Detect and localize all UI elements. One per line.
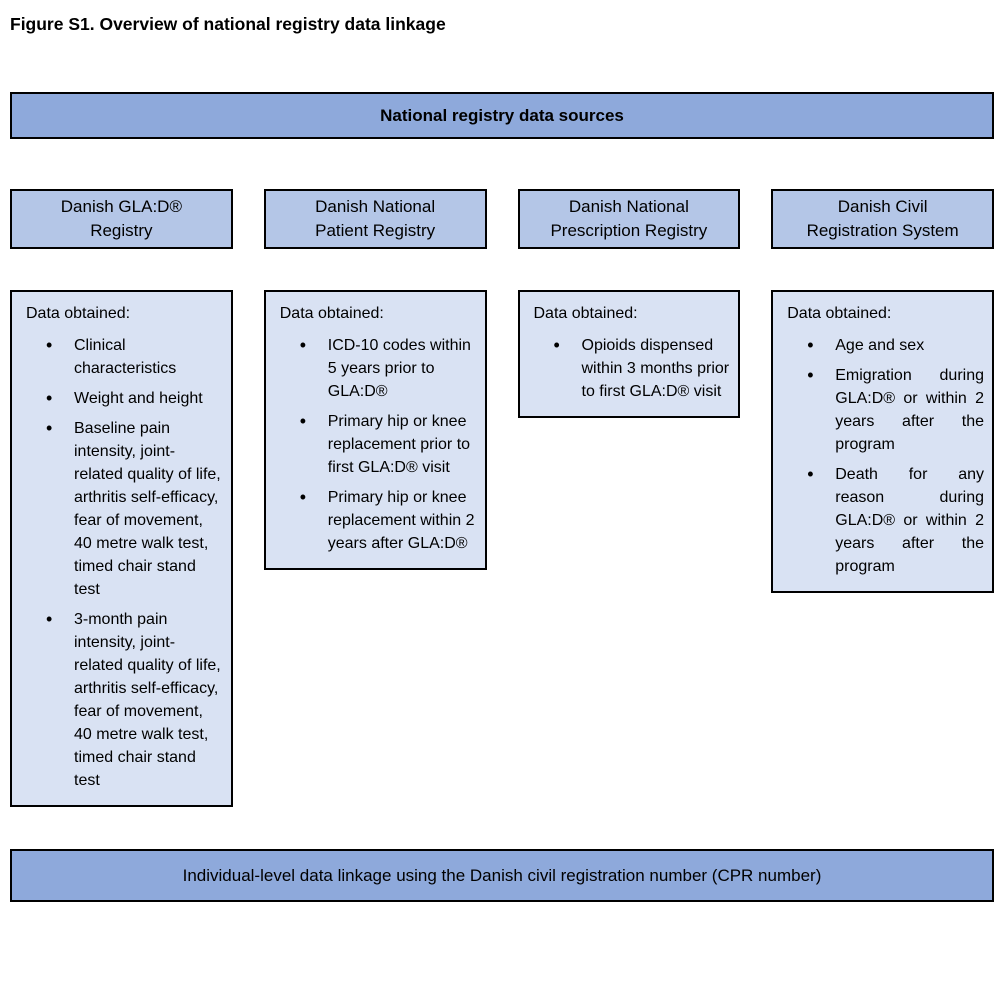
bullet-item: 3-month pain intensity, joint-related qu… <box>26 608 223 792</box>
bullet-item: Death for any reason during GLA:D® or wi… <box>787 463 984 578</box>
bullet-list: ICD-10 codes within 5 years prior to GLA… <box>280 334 477 555</box>
registry-header-patient: Danish National Patient Registry <box>263 189 487 249</box>
bullet-list: Age and sex Emigration during GLA:D® or … <box>787 334 984 578</box>
registry-header-line: Registration System <box>806 221 959 240</box>
registry-header-line: Danish National <box>315 197 436 216</box>
bullet-item: Clinical characteristics <box>26 334 223 380</box>
registry-header-line: Danish Civil <box>837 197 928 216</box>
data-panel-patient: Data obtained: ICD-10 codes within 5 yea… <box>263 290 487 570</box>
registry-header-line: Patient Registry <box>315 221 436 240</box>
data-obtained-label: Data obtained: <box>533 305 638 322</box>
data-obtained-label: Data obtained: <box>787 305 892 322</box>
registry-header-line: Danish GLA:D® <box>60 197 182 216</box>
registry-header-prescription: Danish National Prescription Registry <box>517 189 741 249</box>
data-obtained-label: Data obtained: <box>279 305 384 322</box>
figure-title: Figure S1. Overview of national registry… <box>10 14 446 34</box>
top-banner-label: National registry data sources <box>380 105 624 125</box>
bullet-list: Clinical characteristics Weight and heig… <box>26 334 223 792</box>
bullet-item: Opioids dispensed within 3 months prior … <box>534 334 731 403</box>
bullet-item: ICD-10 codes within 5 years prior to GLA… <box>280 334 477 403</box>
registry-header-line: Danish National <box>568 197 689 216</box>
bullet-item: Primary hip or knee replacement within 2… <box>280 486 477 555</box>
registry-header-line: Registry <box>90 221 153 240</box>
data-panel-glad: Data obtained: Clinical characteristics … <box>10 290 233 807</box>
bullet-item: Weight and height <box>26 387 223 410</box>
bullet-item: Baseline pain intensity, joint-related q… <box>26 417 223 601</box>
figure-s1-page: Figure S1. Overview of national registry… <box>0 0 1004 902</box>
data-panel-row: Data obtained: Clinical characteristics … <box>10 290 994 807</box>
bottom-banner: Individual-level data linkage using the … <box>10 849 994 902</box>
bullet-item: Primary hip or knee replacement prior to… <box>280 410 477 479</box>
registry-header-line: Prescription Registry <box>550 221 708 240</box>
registry-header-civil: Danish Civil Registration System <box>771 189 994 249</box>
top-banner: National registry data sources <box>10 92 994 139</box>
data-panel-civil: Data obtained: Age and sex Emigration du… <box>771 290 994 593</box>
bottom-banner-label: Individual-level data linkage using the … <box>182 865 822 885</box>
bullet-list: Opioids dispensed within 3 months prior … <box>534 334 731 403</box>
data-obtained-label: Data obtained: <box>26 305 131 322</box>
bullet-item: Age and sex <box>787 334 984 357</box>
data-panel-prescription: Data obtained: Opioids dispensed within … <box>517 290 741 418</box>
bullet-item: Emigration during GLA:D® or within 2 yea… <box>787 364 984 456</box>
registry-header-glad: Danish GLA:D® Registry <box>10 189 233 249</box>
registry-header-row: Danish GLA:D® Registry Danish National P… <box>10 189 994 249</box>
